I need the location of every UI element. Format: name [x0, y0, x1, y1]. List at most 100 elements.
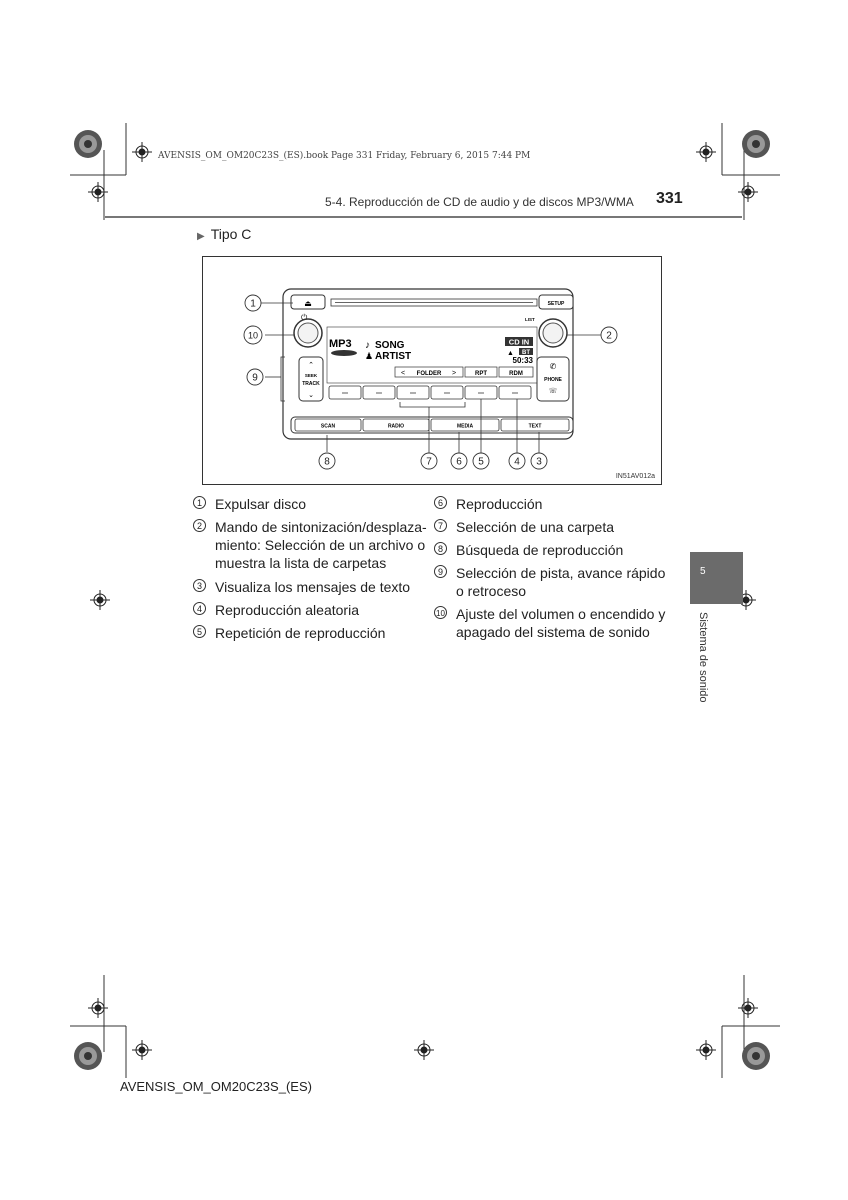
legend-item: 1 Expulsar disco [193, 495, 429, 513]
crosshair-icon [696, 1040, 716, 1060]
music-note-icon: ♪ [365, 340, 370, 351]
text-label: TEXT [529, 424, 542, 430]
svg-text:<: < [401, 370, 405, 377]
crosshair-icon [90, 590, 110, 610]
crosshair-icon [696, 142, 716, 162]
legend-text: Expulsar disco [215, 496, 307, 512]
crosshair-icon [738, 998, 758, 1018]
svg-text:☏: ☏ [549, 387, 558, 395]
legend-text: apagado del sistema de sonido [456, 624, 650, 640]
legend-text: Mando de sintonización/desplaza- [215, 519, 427, 535]
legend-number: 6 [434, 496, 447, 509]
power-icon: ⏻ [301, 313, 308, 322]
crosshair-icon [88, 182, 108, 202]
legend-text: Visualiza los mensajes de texto [215, 579, 411, 595]
person-icon: ♟ [365, 351, 373, 361]
callout-5: 5 [478, 457, 484, 468]
eject-icon: ⏏ [304, 299, 312, 308]
svg-text:>: > [452, 370, 456, 377]
rdm-label: RDM [509, 371, 523, 377]
callout-2: 2 [606, 331, 612, 342]
legend-text: Selección de pista, avance rápido [456, 565, 666, 581]
legend-item: 4 Reproducción aleatoria [193, 601, 429, 619]
radio-figure: ⏏ SETUP ⏻ LIST MP3 ♪ SONG ♟ ARTIST CD IN… [202, 256, 662, 485]
disc-icon [331, 350, 357, 356]
radio-illustration: ⏏ SETUP ⏻ LIST MP3 ♪ SONG ♟ ARTIST CD IN… [243, 288, 618, 470]
callout-6: 6 [456, 457, 462, 468]
setup-label: SETUP [548, 301, 565, 307]
crosshair-icon [132, 1040, 152, 1060]
display-time: 50:33 [513, 356, 534, 365]
crosshair-icon [132, 142, 152, 162]
svg-text:⌃: ⌃ [308, 361, 314, 369]
subheading-text: Tipo C [210, 226, 252, 242]
phone-icon: ✆ [550, 362, 557, 371]
legend-item: 3 Visualiza los mensajes de texto [193, 578, 429, 596]
legend-number: 5 [193, 625, 206, 638]
media-label: MEDIA [457, 424, 474, 430]
legend-number: 9 [434, 565, 447, 578]
legend-item: 10 Ajuste del volumen o encendido y [434, 605, 666, 623]
legend-item: 9 Selección de pista, avance rápido [434, 564, 666, 582]
callout-7: 7 [426, 457, 432, 468]
callout-10: 10 [248, 331, 258, 341]
legend-number: 3 [193, 579, 206, 592]
legend-text: muestra la lista de carpetas [215, 555, 387, 571]
scan-label: SCAN [321, 424, 336, 430]
callout-8: 8 [324, 457, 330, 468]
legend-number: 1 [193, 496, 206, 509]
radio-label: RADIO [388, 424, 404, 430]
callout-1: 1 [250, 299, 256, 310]
phone-label: PHONE [544, 377, 562, 383]
triangle-bullet-icon: ▶ [197, 231, 205, 242]
chapter-tab-label: Sistema de sonido [697, 612, 709, 703]
legend-item: 8 Búsqueda de reproducción [434, 541, 666, 559]
legend-text: miento: Selección de un archivo o [215, 537, 426, 553]
callout-9: 9 [252, 373, 258, 384]
header-rule [105, 216, 742, 218]
legend-number: 10 [434, 606, 447, 619]
legend-text: Reproducción [456, 496, 543, 512]
legend-number: 8 [434, 542, 447, 555]
signal-bars-icon: ▲ [507, 350, 514, 357]
legend-text: o retroceso [456, 583, 527, 599]
legend-right: 6 Reproducción 7 Selección de una carpet… [434, 495, 666, 645]
legend-number: 7 [434, 519, 447, 532]
crosshair-icon [88, 998, 108, 1018]
display-artist: ARTIST [375, 351, 411, 362]
print-info-line: AVENSIS_OM_OM20C23S_(ES).book Page 331 F… [158, 151, 531, 161]
display-source: CD IN [509, 338, 529, 347]
registration-starburst-icon [742, 130, 770, 158]
registration-starburst-icon [74, 1042, 102, 1070]
legend-item-continued: muestra la lista de carpetas [193, 554, 429, 572]
svg-text:⌄: ⌄ [308, 392, 314, 399]
legend-item-continued: apagado del sistema de sonido [434, 623, 666, 641]
legend-left: 1 Expulsar disco 2 Mando de sintonizació… [193, 495, 429, 645]
legend-item-continued: o retroceso [434, 582, 666, 600]
chapter-tab [690, 552, 743, 604]
track-label: TRACK [302, 381, 320, 387]
callout-3: 3 [536, 457, 542, 468]
legend-item-continued: miento: Selección de un archivo o [193, 536, 429, 554]
legend-number: 2 [193, 519, 206, 532]
legend-item: 5 Repetición de reproducción [193, 624, 429, 642]
figure-code: IN51AV012a [615, 473, 655, 480]
folder-label: FOLDER [417, 371, 442, 377]
legend-text: Repetición de reproducción [215, 625, 386, 641]
page-number: 331 [656, 190, 683, 207]
chapter-tab-number: 5 [700, 566, 706, 577]
display-format: MP3 [329, 338, 352, 350]
crosshair-icon [414, 1040, 434, 1060]
legend-text: Búsqueda de reproducción [456, 542, 624, 558]
footer-text: AVENSIS_OM_OM20C23S_(ES) [120, 1079, 312, 1094]
legend-text: Reproducción aleatoria [215, 602, 359, 618]
legend-number: 4 [193, 602, 206, 615]
registration-starburst-icon [74, 130, 102, 158]
legend-item: 6 Reproducción [434, 495, 666, 513]
legend-item: 7 Selección de una carpeta [434, 518, 666, 536]
display-song: SONG [375, 340, 405, 351]
callout-4: 4 [514, 457, 520, 468]
subheading: ▶ Tipo C [197, 226, 251, 242]
registration-starburst-icon [742, 1042, 770, 1070]
legend-text: Selección de una carpeta [456, 519, 614, 535]
